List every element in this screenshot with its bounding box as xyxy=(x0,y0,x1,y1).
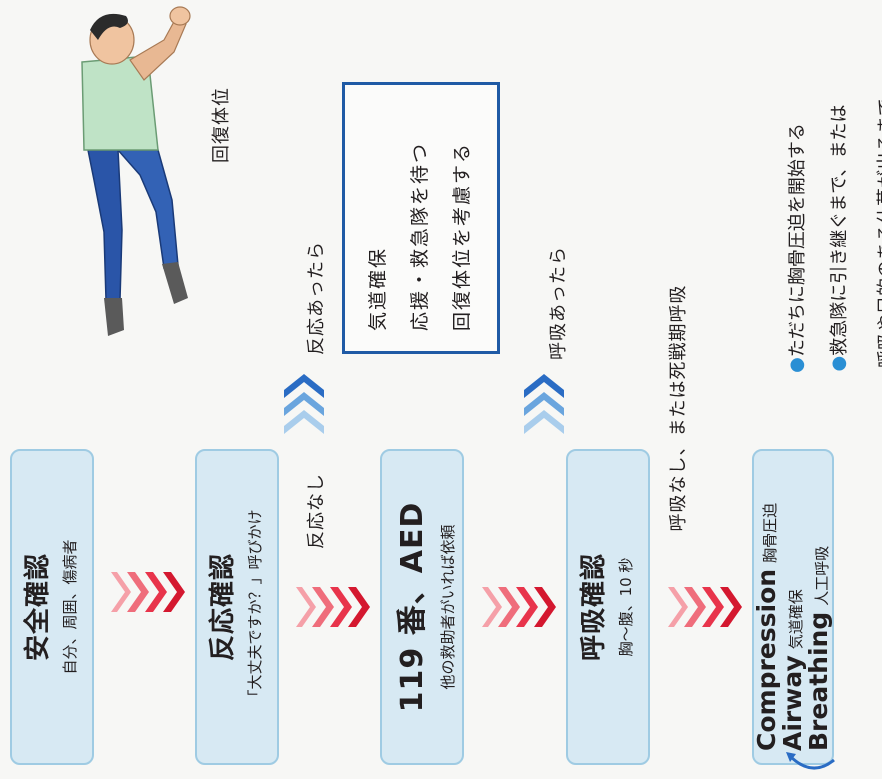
step-response-sub: 「大丈夫ですか？」呼びかけ xyxy=(245,509,264,705)
frame-line-wait: 応援・救急隊を待つ xyxy=(409,141,432,331)
bullet-icon: ● xyxy=(827,355,849,372)
label-no-response: 反応なし xyxy=(306,473,327,549)
recovery-position-illustration xyxy=(81,6,191,336)
cab-breathing-en: Breathing xyxy=(804,611,834,751)
loop-arrow-icon xyxy=(786,752,835,770)
label-response: 反応あったら xyxy=(306,241,327,355)
step-safety-title: 安全確認 xyxy=(23,553,54,662)
step-119-sub: 他の救助者がいれば依頼 xyxy=(438,524,457,690)
cab-compression-ja: 胸骨圧迫 xyxy=(760,502,779,563)
step-119-title: 119 番、AED xyxy=(394,501,430,713)
step-breathing-box: 呼吸確認 胸〜腹、10 秒 xyxy=(566,449,650,765)
step-breathing-sub: 胸〜腹、10 秒 xyxy=(616,557,635,657)
step-119-box: 119 番、AED 他の救助者がいれば依頼 xyxy=(380,449,464,765)
cab-airway-en: Airway xyxy=(777,655,807,751)
chevron-up-arrows xyxy=(284,374,324,434)
note-start-compression: ●ただちに胸骨圧迫を開始する xyxy=(785,123,809,373)
label-recovery-position: 回復体位 xyxy=(211,87,232,163)
frame-line-recovery: 回復体位を考慮する xyxy=(450,141,473,331)
cab-airway-ja: 気道確保 xyxy=(786,589,805,650)
airway-wait-box: 気道確保 応援・救急隊を待つ 回復体位を考慮する xyxy=(342,82,500,354)
bullet-icon: ● xyxy=(785,357,807,373)
chevron-right-arrows xyxy=(482,587,556,627)
label-breathing: 呼吸あったら xyxy=(548,246,569,360)
cab-compression-en: Compression xyxy=(751,568,781,751)
label-no-breathing: 呼吸なし、または死戦期呼吸 xyxy=(668,284,689,532)
chevron-up-arrows xyxy=(524,374,564,434)
chevron-right-arrows xyxy=(668,587,742,627)
chevron-right-arrows xyxy=(296,587,370,627)
step-safety-box: 安全確認 自分、周囲、傷病者 xyxy=(10,449,94,765)
cab-box: Compression 胸骨圧迫 Airway 気道確保 Breathing 人工呼吸 xyxy=(752,449,834,765)
step-safety-sub: 自分、周囲、傷病者 xyxy=(60,539,79,675)
step-response-box: 反応確認 「大丈夫ですか？」呼びかけ xyxy=(195,449,279,765)
note-until-signs: 呼吸や目的のある仕草が出るまで xyxy=(876,98,882,368)
cab-breathing-ja: 人工呼吸 xyxy=(813,545,832,606)
note-until-handover: ●救急隊に引き継ぐまで、または xyxy=(827,104,851,372)
step-breathing-title: 呼吸確認 xyxy=(579,553,610,662)
chevron-right-arrows xyxy=(111,572,185,612)
frame-line-airway: 気道確保 xyxy=(367,246,390,331)
step-response-title: 反応確認 xyxy=(208,553,239,662)
